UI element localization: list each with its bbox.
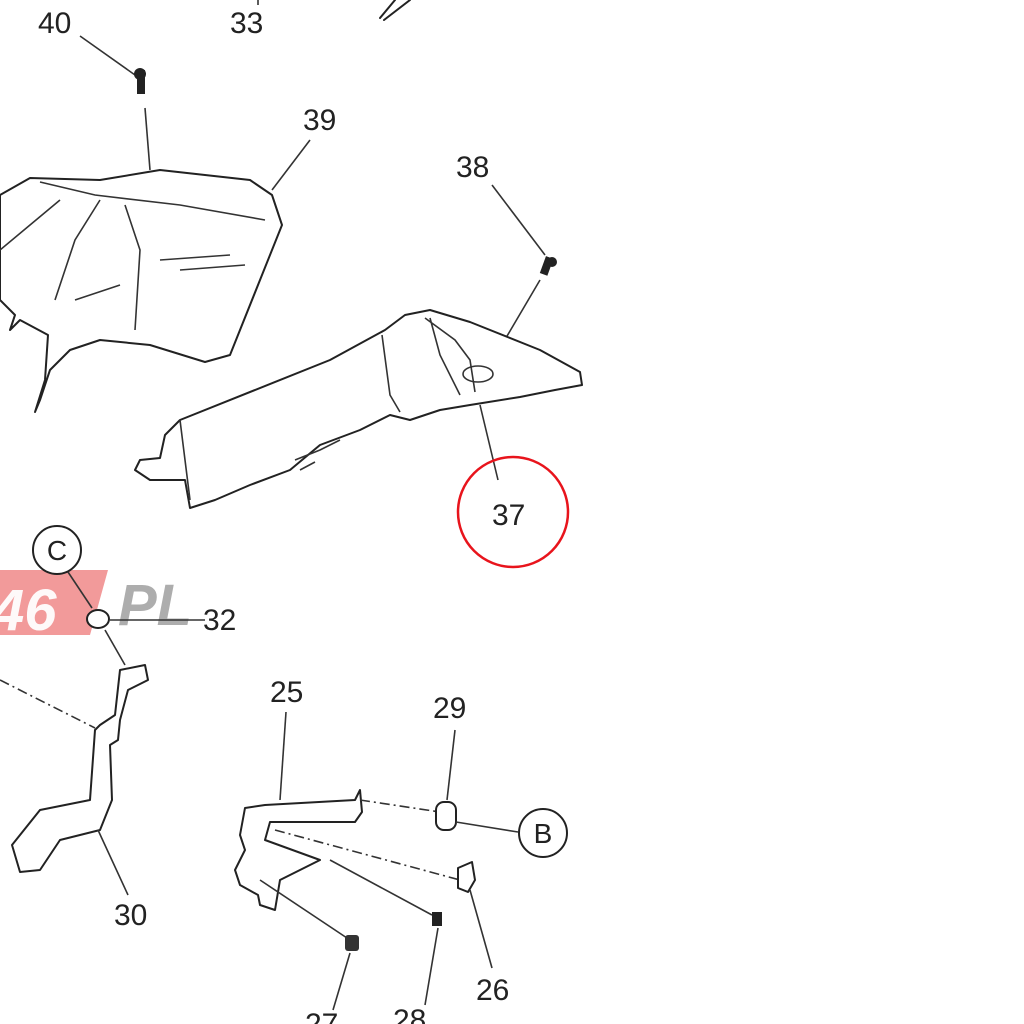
part-label-38: 38: [456, 151, 489, 184]
part-label-26: 26: [476, 974, 509, 1007]
panel-37: [134, 309, 583, 509]
clip-26: [457, 861, 493, 969]
part-label-37: 37: [492, 499, 525, 532]
part-label-40: 40: [38, 7, 71, 40]
reference-b-circle: [518, 808, 568, 858]
bolt-38: [489, 184, 557, 366]
highlight-circle: [456, 455, 570, 569]
part-label-28: 28: [393, 1004, 426, 1024]
bolt-28: [329, 859, 442, 1006]
nut-27: [332, 935, 359, 1011]
reference-label-c: C: [47, 535, 67, 566]
part-label-32: 32: [203, 604, 236, 637]
part-label-30: 30: [114, 899, 147, 932]
part-label-33: 33: [230, 7, 263, 40]
partial-part-33: [379, 0, 411, 21]
part-label-27: 27: [305, 1008, 338, 1024]
cover-39: [0, 139, 311, 413]
part-label-39: 39: [303, 104, 336, 137]
reference-c-circle: [32, 525, 82, 575]
part-label-25: 25: [270, 676, 303, 709]
svg-text:46: 46: [0, 578, 57, 643]
bolt-40: [79, 35, 151, 171]
bracket-25: [234, 711, 461, 941]
reference-label-b: B: [534, 818, 553, 849]
part-label-29: 29: [433, 692, 466, 725]
grommet-29: [435, 729, 519, 833]
watermark: 46 PL: [0, 570, 192, 643]
bracket-30: [0, 629, 149, 896]
svg-text:PL: PL: [118, 573, 192, 638]
collar-32: [86, 609, 205, 629]
